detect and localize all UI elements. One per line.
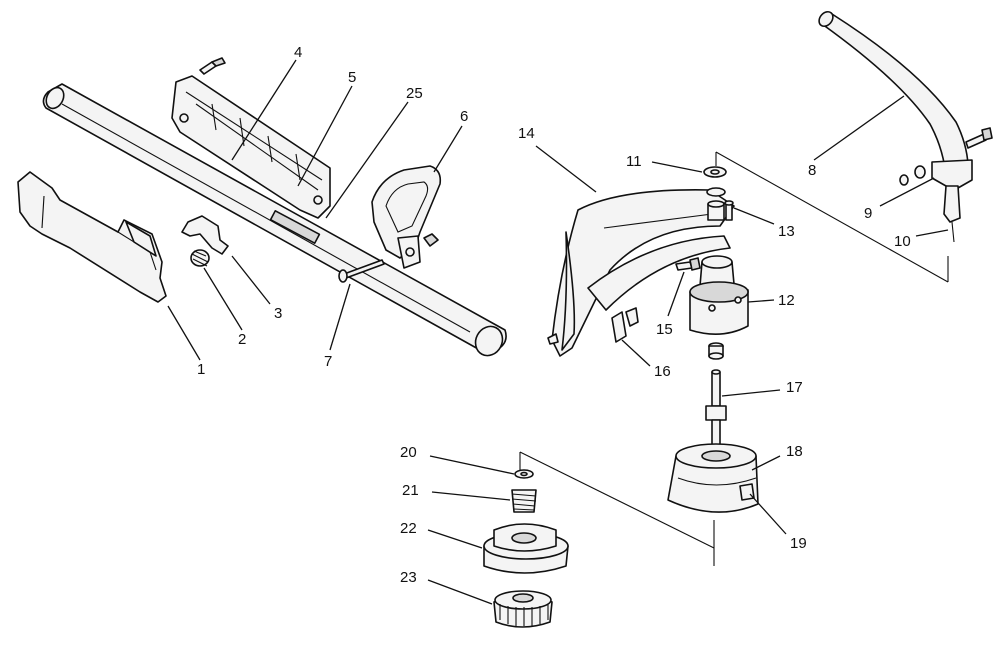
- guard-screw: [675, 257, 701, 271]
- spacer: [706, 187, 726, 221]
- lower-housing-handle: [17, 171, 167, 303]
- gear-head: [689, 255, 749, 335]
- callout-19: 19: [790, 535, 807, 552]
- callout-17: 17: [786, 379, 803, 396]
- leader-lines: [167, 59, 949, 605]
- bump-knob: [493, 590, 553, 628]
- callout-7: 7: [324, 353, 332, 370]
- trigger-spring: [190, 249, 210, 267]
- callout-23: 23: [400, 569, 417, 586]
- callout-11: 11: [626, 153, 642, 170]
- clamp-hardware: [899, 127, 993, 186]
- spool-spring: [511, 489, 537, 513]
- explode-guide-lines: [519, 151, 949, 566]
- callout-18: 18: [786, 443, 803, 460]
- callout-6: 6: [460, 108, 468, 125]
- upper-housing: [171, 75, 331, 219]
- callout-8: 8: [808, 162, 816, 179]
- callout-14: 14: [518, 125, 535, 142]
- callout-labels: 1 2 3 4 5 6 7 8 9 10 11 12 13 14 15 16 1…: [197, 44, 911, 586]
- callout-1: 1: [197, 361, 205, 378]
- shaft-tube: [42, 83, 507, 357]
- callout-4: 4: [294, 44, 302, 61]
- throttle-trigger: [181, 215, 229, 255]
- callout-9: 9: [864, 205, 872, 222]
- callout-21: 21: [402, 482, 419, 499]
- spool-washer: [514, 469, 534, 479]
- line-spool: [483, 523, 569, 574]
- guard-bracket: [611, 307, 639, 343]
- callout-20: 20: [400, 444, 417, 461]
- spool-housing: [667, 443, 759, 513]
- callout-10: 10: [894, 233, 911, 250]
- curved-drive-shaft: [818, 10, 973, 243]
- rear-handle: [371, 165, 442, 269]
- callout-5: 5: [348, 69, 356, 86]
- housing-screw: [199, 57, 226, 75]
- retaining-pin: [724, 200, 734, 221]
- callout-13: 13: [778, 223, 795, 240]
- trimmer-guard: [547, 189, 735, 357]
- callout-12: 12: [778, 292, 795, 309]
- callout-25: 25: [406, 85, 423, 102]
- callout-3: 3: [274, 305, 282, 322]
- callout-16: 16: [654, 363, 671, 380]
- handle-bolt: [338, 259, 385, 283]
- callout-15: 15: [656, 321, 673, 338]
- arbor-shaft: [705, 369, 727, 449]
- callout-2: 2: [238, 331, 246, 348]
- callout-22: 22: [400, 520, 417, 537]
- bushing: [708, 342, 724, 360]
- upper-washer: [703, 166, 727, 178]
